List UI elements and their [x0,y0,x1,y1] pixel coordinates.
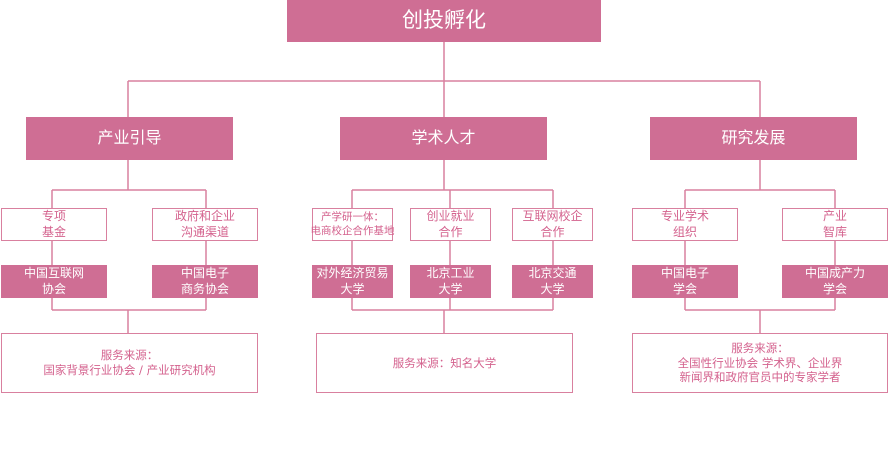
org-node: 中国互联网 协会 [1,265,107,298]
sub-node: 创业就业 合作 [410,208,491,241]
branch-node-industry: 产业引导 [26,117,233,160]
branch-node-research: 研究发展 [650,117,857,160]
org-node: 中国电子 商务协会 [152,265,258,298]
org-node: 对外经济贸易 大学 [312,265,393,298]
branch-label: 学术人才 [411,128,476,148]
branch-node-academic: 学术人才 [340,117,547,160]
org-node: 北京交通 大学 [512,265,593,298]
org-node: 北京工业 大学 [410,265,491,298]
sub-node: 专项 基金 [1,208,107,241]
org-node: 中国电子 学会 [632,265,738,298]
sub-node: 互联网校企 合作 [512,208,593,241]
branch-label: 产业引导 [97,128,162,148]
branch-label: 研究发展 [721,128,786,148]
sub-node: 专业学术 组织 [632,208,738,241]
org-node: 中国成产力 学会 [782,265,888,298]
service-source-box: 服务来源：知名大学 [316,333,573,393]
sub-node: 产业 智库 [782,208,888,241]
sub-node: 政府和企业 沟通渠道 [152,208,258,241]
root-label: 创投孵化 [402,8,486,33]
root-node: 创投孵化 [287,0,601,42]
service-source-box: 服务来源： 国家背景行业协会 / 产业研究机构 [1,333,258,393]
sub-node: 产学研一体： 电商校企合作基地 [311,208,395,241]
service-source-box: 服务来源： 全国性行业协会 学术界、企业界 新闻界和政府官员中的专家学者 [632,333,888,393]
